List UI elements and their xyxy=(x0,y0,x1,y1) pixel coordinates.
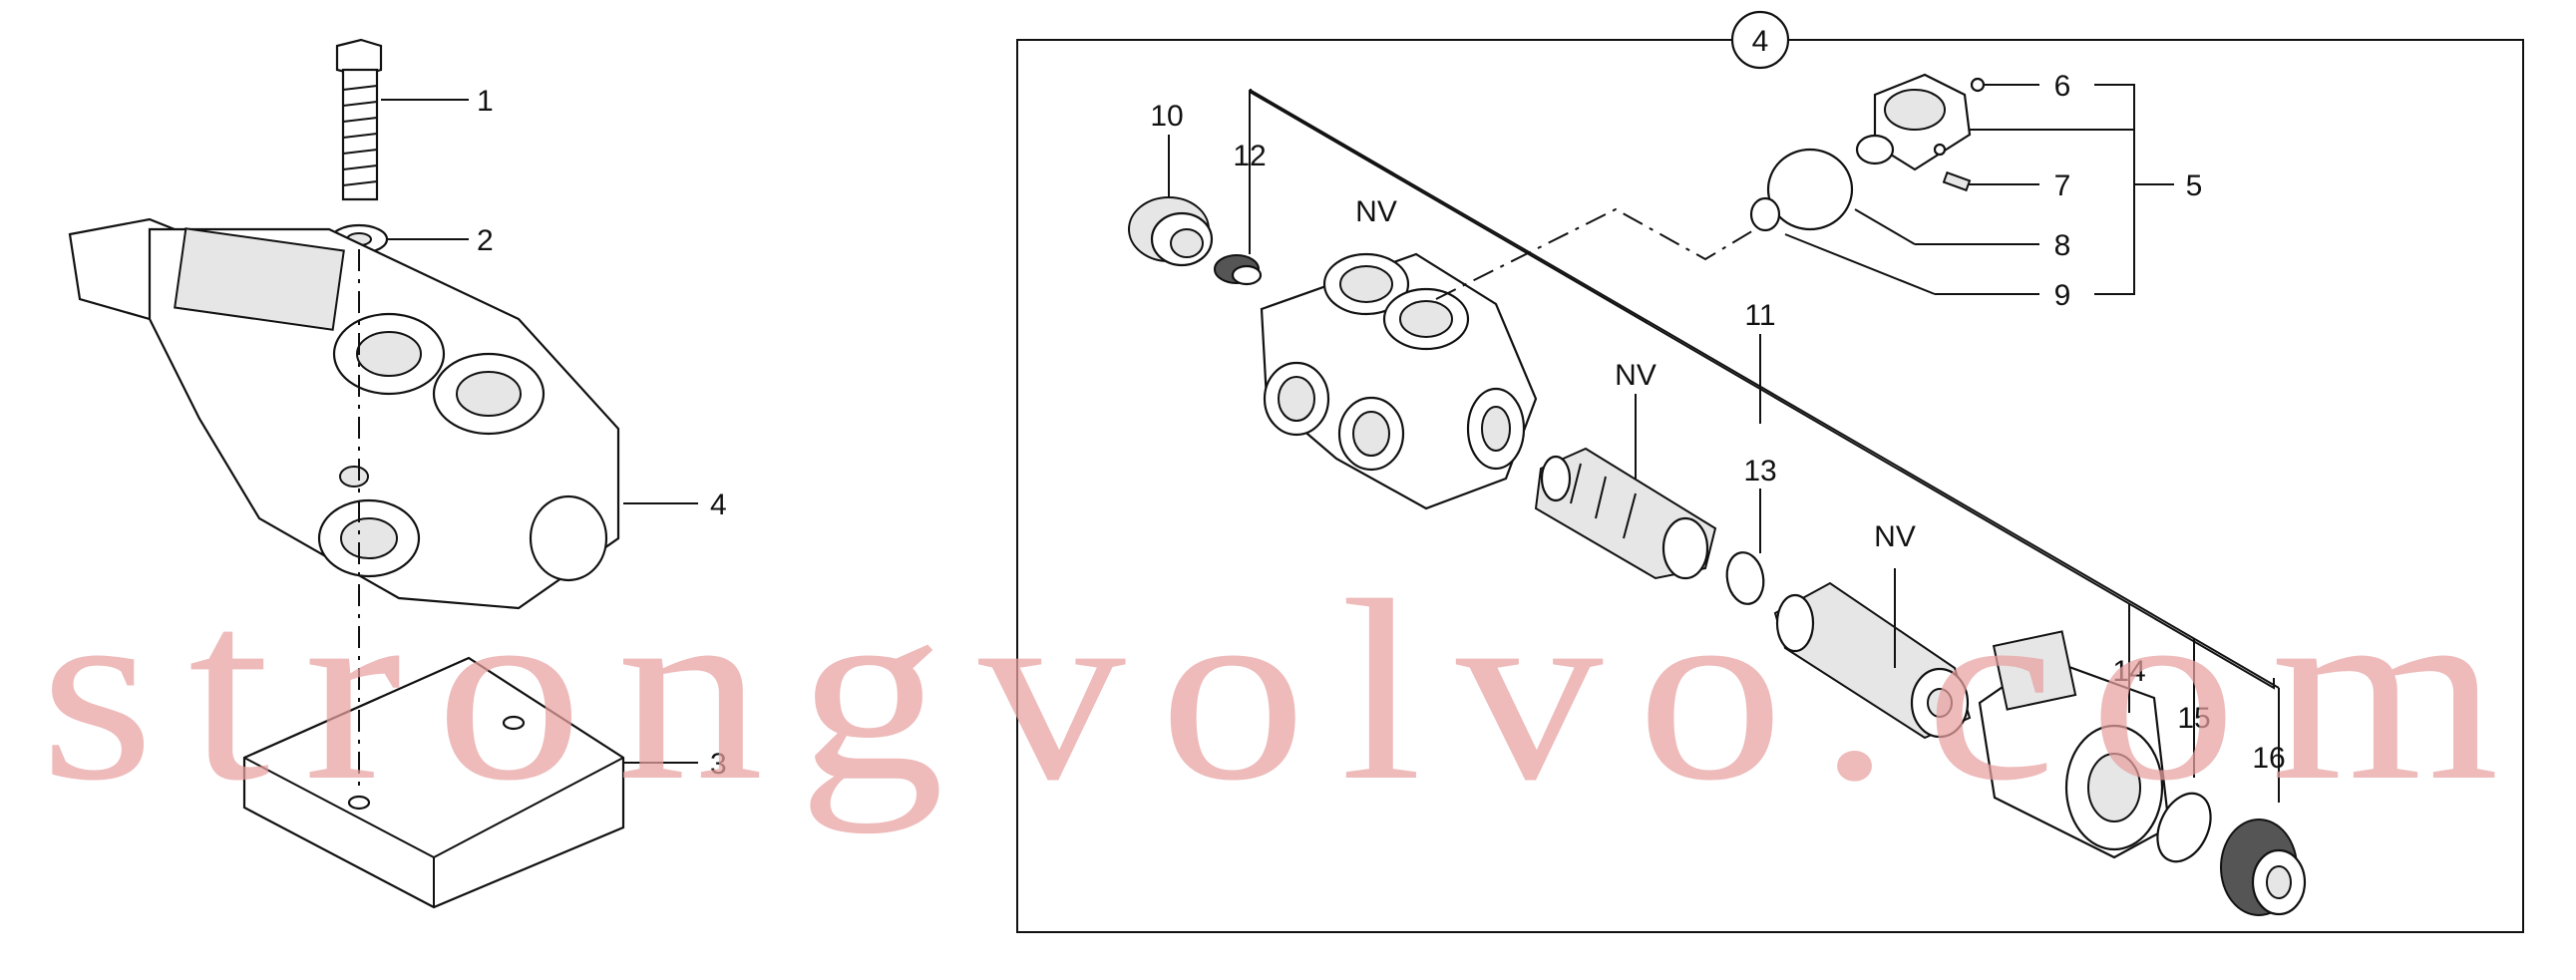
callout-9: 9 xyxy=(2054,279,2071,312)
callout-13: 13 xyxy=(1743,455,1776,488)
small-ball xyxy=(1970,77,1986,93)
bolt xyxy=(335,38,383,201)
note-nv-2: NV xyxy=(1615,359,1656,392)
callout-8: 8 xyxy=(2054,229,2071,262)
spring xyxy=(1214,254,1263,286)
frame-badge-circle xyxy=(1730,10,1790,70)
watermark-text: strongvolvo.com xyxy=(40,547,2533,834)
callout-2: 2 xyxy=(477,224,494,257)
callout-12: 12 xyxy=(1233,140,1266,172)
callout-14: 14 xyxy=(2112,655,2145,688)
callout-1: 1 xyxy=(477,85,494,118)
callout-10: 10 xyxy=(1150,100,1183,133)
o-ring-9 xyxy=(1749,196,1781,232)
valve-block xyxy=(1260,252,1538,510)
relief-valve-cap xyxy=(1855,73,1972,171)
knurled-nut xyxy=(2220,818,2307,916)
o-ring-13 xyxy=(1725,551,1765,605)
callout-7: 7 xyxy=(2054,169,2071,202)
o-ring-8 xyxy=(1766,148,1854,231)
note-nv-1: NV xyxy=(1355,195,1397,228)
cap-nut xyxy=(1128,196,1214,267)
small-pin xyxy=(1942,170,1972,192)
frame-badge: 4 xyxy=(1752,25,1769,58)
o-ring-15 xyxy=(2156,792,2212,863)
callout-6: 6 xyxy=(2054,70,2071,103)
callout-3: 3 xyxy=(710,748,727,781)
callout-15: 15 xyxy=(2177,702,2210,735)
callout-5: 5 xyxy=(2186,169,2203,202)
mounting-plate xyxy=(242,656,625,909)
solenoid-coil xyxy=(1978,630,2171,859)
note-nv-3: NV xyxy=(1874,520,1916,553)
solenoid-tube xyxy=(1773,581,1972,740)
spool-cartridge xyxy=(1534,447,1717,580)
detail-frame: 4 xyxy=(1016,10,2524,933)
valve-body xyxy=(68,217,620,610)
callout-4: 4 xyxy=(710,489,727,521)
callout-16: 16 xyxy=(2252,742,2285,775)
left-assembly: 1 2 4 3 xyxy=(68,38,727,909)
callout-11: 11 xyxy=(1744,299,1775,332)
